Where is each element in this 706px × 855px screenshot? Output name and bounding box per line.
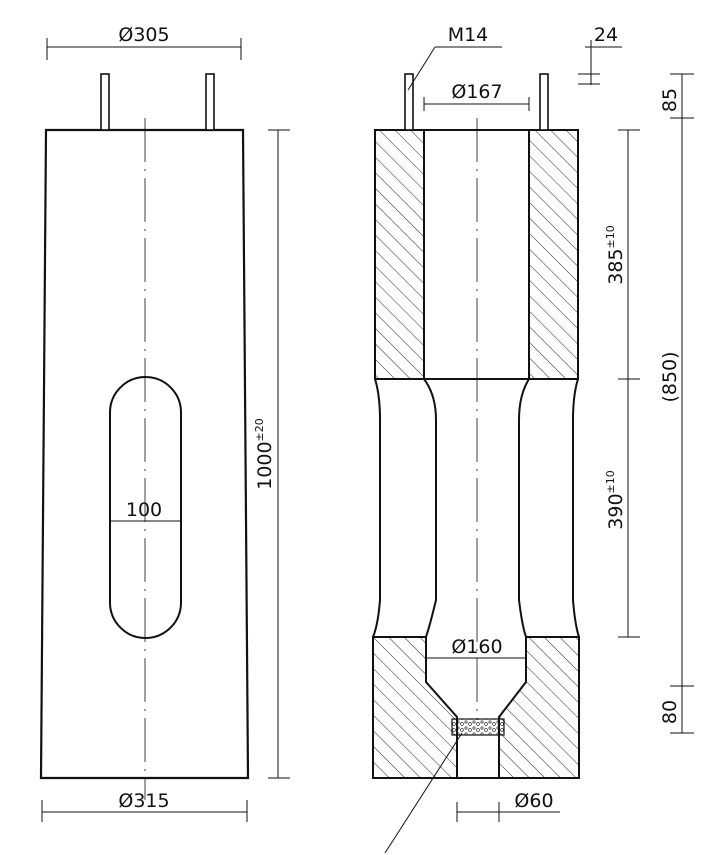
bolt-thread-callout: M14 — [407, 24, 502, 91]
bolt-thread-label: M14 — [448, 24, 489, 46]
narrow-bore-dimension: Ø160 — [426, 636, 526, 659]
upper-left-wall — [374, 129, 425, 380]
lower-section-tolerance: ±10 — [604, 470, 617, 493]
overall-length-dimension: 1000±20 — [253, 129, 290, 779]
section-right-bolt — [539, 73, 549, 131]
top-diameter-label: Ø305 — [118, 24, 169, 46]
slot-width-label: 100 — [126, 499, 162, 521]
upper-section-value: 385 — [605, 248, 627, 284]
left-bolt — [100, 73, 110, 131]
gravel-plug — [451, 718, 505, 736]
bottom-section-label: 80 — [659, 700, 681, 724]
outlet-diameter-label: Ø60 — [514, 790, 553, 812]
exterior-body-outline — [39, 128, 250, 780]
right-bolt — [205, 73, 215, 131]
upper-section-label: 385±10 — [604, 225, 627, 284]
bolt-length-dimension: 24 — [578, 24, 622, 85]
middle-right-inner-wall — [518, 378, 530, 638]
upper-section-tolerance: ±10 — [604, 225, 617, 248]
overall-height-dimensions: 85 (850) 80 — [659, 73, 694, 734]
exterior-view: Ø305 Ø315 1000±20 100 — [39, 24, 290, 822]
slot-width-dimension: 100 — [110, 499, 181, 522]
section-left-bolt — [404, 73, 414, 131]
gravel-leader — [384, 732, 463, 854]
middle-left-outer-wall — [372, 378, 381, 638]
lower-section-label: 390±10 — [604, 470, 627, 529]
overall-length-tolerance: ±20 — [253, 418, 266, 441]
oblong-slot — [109, 376, 182, 639]
middle-left-inner-wall — [423, 378, 437, 638]
bottom-diameter-dimension: Ø315 — [41, 790, 248, 822]
top-allowance-label: 85 — [659, 88, 681, 112]
bore-diameter-label: Ø167 — [451, 81, 502, 103]
outlet-diameter-dimension: Ø60 — [456, 790, 560, 822]
overall-length-value: 1000 — [254, 441, 276, 489]
overall-length-label: 1000±20 — [253, 418, 276, 490]
middle-right-outer-wall — [572, 378, 580, 638]
bolt-length-label: 24 — [594, 24, 618, 46]
bore-diameter-dimension: Ø167 — [423, 81, 530, 111]
bottom-diameter-label: Ø315 — [118, 790, 169, 812]
top-diameter-dimension: Ø305 — [46, 24, 242, 60]
narrow-bore-label: Ø160 — [451, 636, 502, 658]
middle-total-label: (850) — [659, 351, 681, 402]
section-height-dimensions: 385±10 390±10 — [604, 129, 640, 638]
upper-right-wall — [528, 129, 579, 380]
lower-section-value: 390 — [605, 493, 627, 529]
section-view: M14 24 Ø167 Ø160 Ø60 — [372, 24, 694, 854]
